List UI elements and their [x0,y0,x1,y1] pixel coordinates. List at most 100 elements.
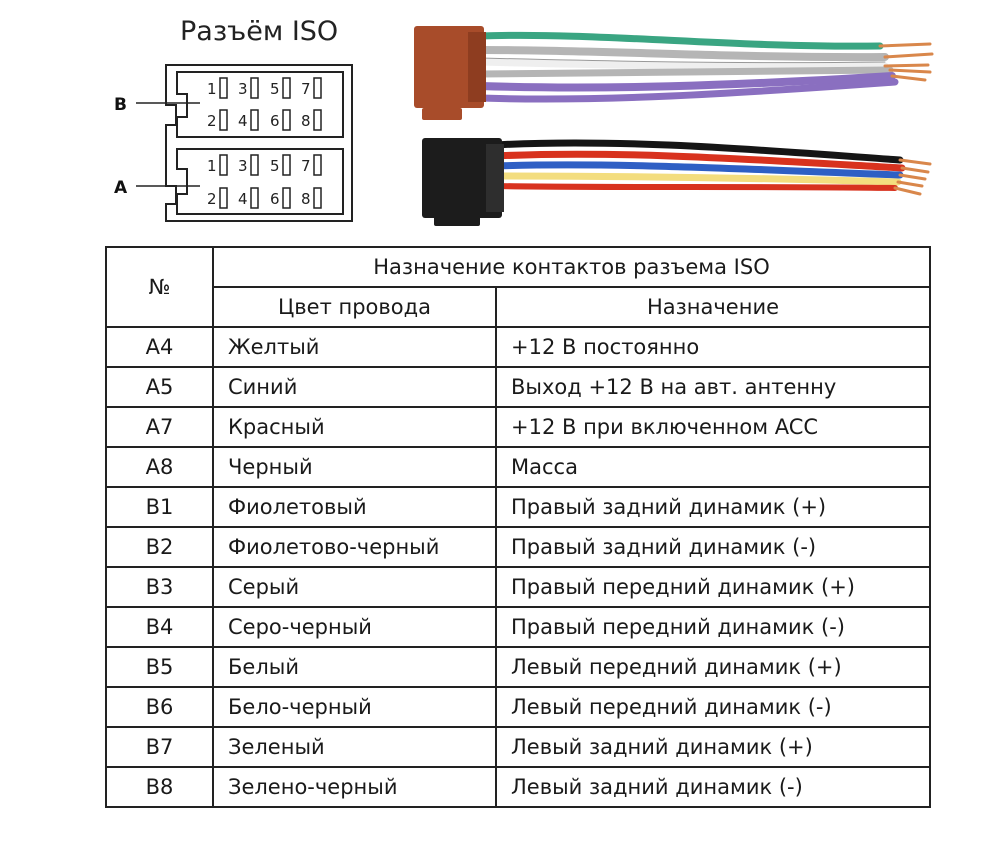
pin-purpose: Правый передний динамик (-) [495,606,931,648]
pin-slot [219,187,228,209]
pin-slot [282,154,291,176]
pin-slot [250,154,259,176]
pin-label: 2 [207,112,217,130]
pin-label: 2 [207,190,217,208]
pin-number: B8 [105,766,214,808]
pin-purpose: Левый передний динамик (+) [495,646,931,688]
table-row: B3 Серый Правый передний динамик (+) [105,566,931,608]
pin-label: 4 [238,190,248,208]
pin-label: 3 [238,80,248,98]
header-wire-color: Цвет провода [212,286,497,328]
black-iso-connector [422,138,504,226]
pin-label: 6 [270,190,280,208]
table-subheader-row: Цвет провода Назначение [106,286,931,328]
wire-color: Фиолетово-черный [212,526,497,568]
pin-slot [282,77,291,99]
pin-purpose: Левый задний динамик (-) [495,766,931,808]
wire-color: Фиолетовый [212,486,497,528]
table-row: B5 Белый Левый передний динамик (+) [105,646,931,688]
brown-connector-wires [476,31,899,103]
pin-slot [219,109,228,131]
pin-number: A7 [105,406,214,448]
table-row: B2 Фиолетово-черный Правый задний динами… [105,526,931,568]
wire-color: Белый [212,646,497,688]
wire-color: Зелено-черный [212,766,497,808]
pin-number: B6 [105,686,214,728]
header-number: № [105,246,214,328]
table-row: A4 Желтый +12 В постоянно [105,326,931,368]
table-row: A7 Красный +12 В при включенном ACC [105,406,931,448]
table-header-row: № Назначение контактов разъема ISO [105,246,931,328]
pin-number: A5 [105,366,214,408]
pin-slot [282,109,291,131]
pin-purpose: +12 В постоянно [495,326,931,368]
pin-label: 3 [238,157,248,175]
pin-purpose: Правый передний динамик (+) [495,566,931,608]
table-row: A5 Синий Выход +12 В на авт. антенну [105,366,931,408]
pin-number: B7 [105,726,214,768]
pin-number: B5 [105,646,214,688]
pin-slot [219,77,228,99]
pin-purpose: Левый передний динамик (-) [495,686,931,728]
header-purpose: Назначение [495,286,931,328]
pin-purpose: Левый задний динамик (+) [495,726,931,768]
table-row: A8 Черный Масса [105,446,931,488]
pin-label: 7 [301,80,311,98]
pin-label: 6 [270,112,280,130]
label-a: A [114,178,128,198]
pin-purpose: Выход +12 В на авт. антенну [495,366,931,408]
pin-slot [250,187,259,209]
pin-slot [250,109,259,131]
table-row: B1 Фиолетовый Правый задний динамик (+) [105,486,931,528]
wire-color: Красный [212,406,497,448]
pin-slot [313,77,322,99]
pin-slot [313,187,322,209]
iso-pinout-diagram: B A 1 3 5 7 2 4 6 8 1 3 5 7 2 4 6 8 [114,64,353,222]
pin-label: 8 [301,112,311,130]
pin-slot [313,154,322,176]
pin-label: 1 [207,157,217,175]
pin-purpose: Правый задний динамик (+) [495,486,931,528]
pin-number: B1 [105,486,214,528]
brown-connector-wire-tips [878,42,934,82]
page-title: Разъём ISO [180,16,339,47]
pin-label: 5 [270,157,280,175]
pin-block-b: 1 3 5 7 2 4 6 8 [207,77,322,131]
connector-photo-illustration [414,26,934,226]
pin-number: A4 [105,326,214,368]
pin-label: 8 [301,190,311,208]
connector-housing [165,64,353,222]
pin-label: 1 [207,80,217,98]
black-connector-wires [491,139,906,191]
pin-purpose: +12 В при включенном ACC [495,406,931,448]
wire-color: Черный [212,446,497,488]
pin-label: 5 [270,80,280,98]
wire-color: Синий [212,366,497,408]
pin-number: B2 [105,526,214,568]
table-row: B8 Зелено-черный Левый задний динамик (-… [105,766,931,808]
brown-iso-connector [414,26,486,120]
pin-purpose: Масса [495,446,931,488]
wire-color: Серо-черный [212,606,497,648]
table-row: B4 Серо-черный Правый передний динамик (… [105,606,931,648]
header-group: Назначение контактов разъема ISO [212,246,931,288]
pin-block-a: 1 3 5 7 2 4 6 8 [207,154,322,209]
wire-color: Зеленый [212,726,497,768]
pin-purpose: Правый задний динамик (-) [495,526,931,568]
table-row: B6 Бело-черный Левый передний динамик (-… [105,686,931,728]
pin-slot [282,187,291,209]
wire-color: Бело-черный [212,686,497,728]
iso-pin-assignment-table: № Назначение контактов разъема ISO Цвет … [105,246,931,808]
wire-color: Серый [212,566,497,608]
black-connector-wire-tips [893,158,932,196]
pin-slot [219,154,228,176]
wire-color: Желтый [212,326,497,368]
pin-number: A8 [105,446,214,488]
pin-number: B4 [105,606,214,648]
pin-label: 4 [238,112,248,130]
table-row: B7 Зеленый Левый задний динамик (+) [105,726,931,768]
pin-label: 7 [301,157,311,175]
pin-number: B3 [105,566,214,608]
label-b: B [114,95,127,115]
pin-slot [250,77,259,99]
